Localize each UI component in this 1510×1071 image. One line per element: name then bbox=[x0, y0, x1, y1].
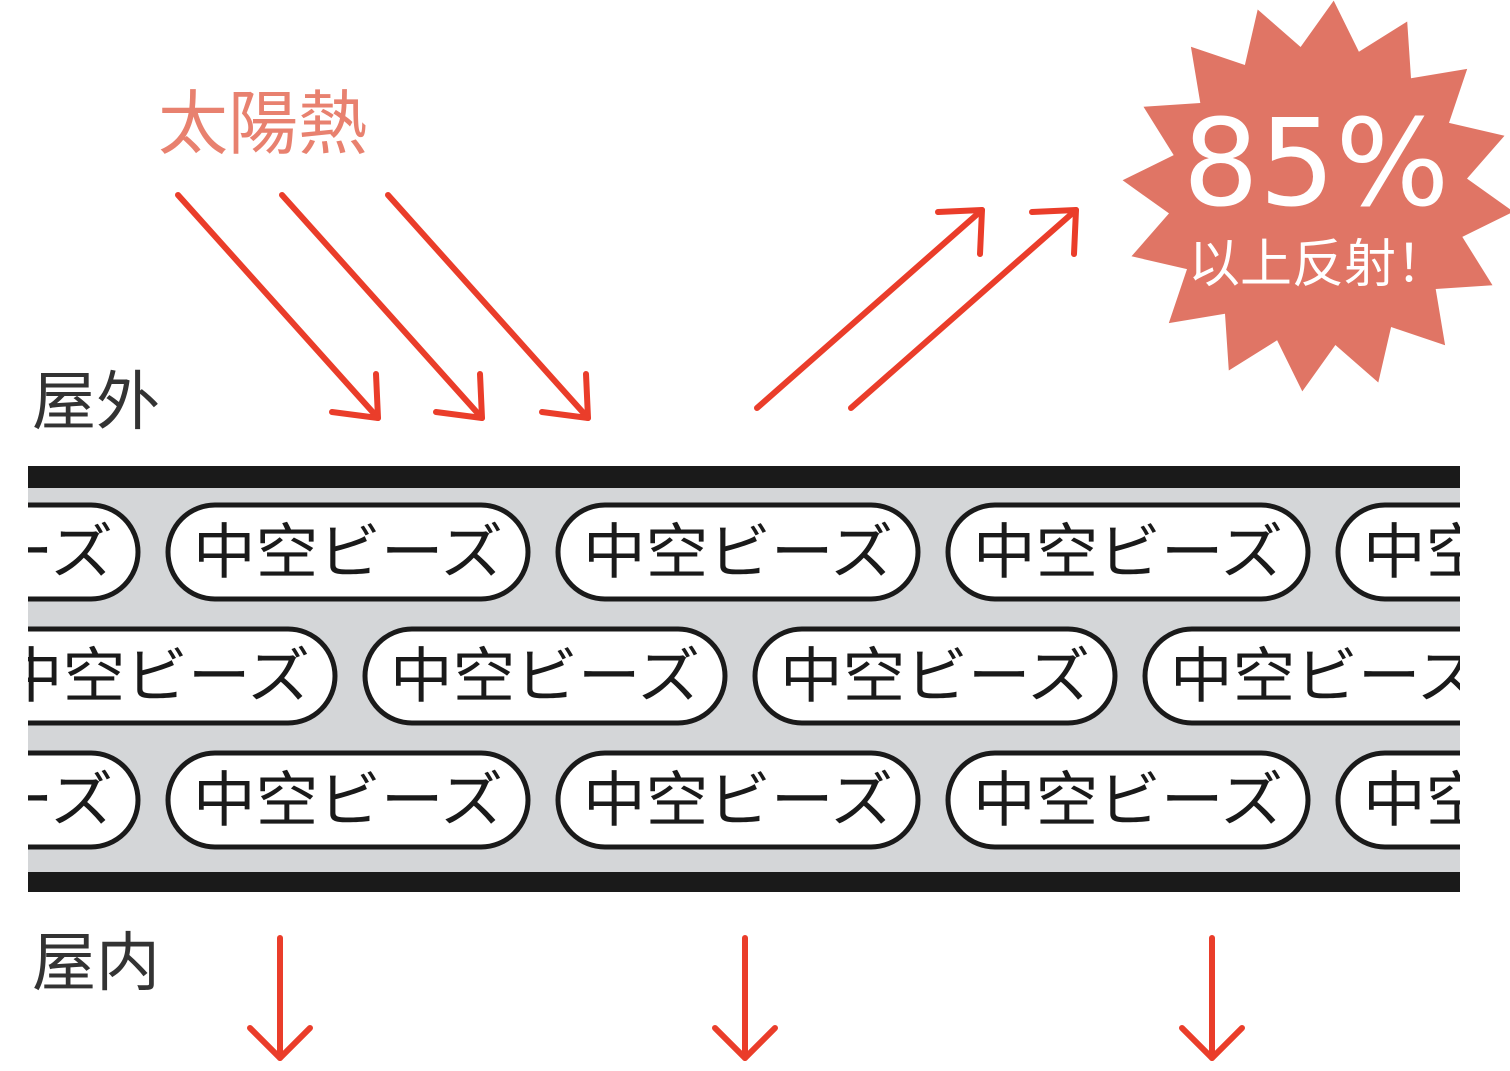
hollow-bead: 中空ビーズ bbox=[752, 626, 1118, 726]
bead-pill-shape bbox=[555, 750, 921, 850]
bead-pill-shape bbox=[362, 626, 728, 726]
bead-pill-shape bbox=[752, 626, 1118, 726]
indoor-label: 屋内 bbox=[32, 927, 160, 1001]
hollow-bead: 中空ビーズ bbox=[555, 750, 921, 850]
hollow-beads-group: 中空ビーズ中空ビーズ中空ビーズ中空ビーズ中空ビーズ中空ビーズ中空ビーズ中空ビーズ… bbox=[0, 502, 1510, 850]
bead-label: 中空ビーズ bbox=[1363, 766, 1510, 836]
hollow-bead: 中空ビーズ bbox=[1335, 750, 1510, 850]
bead-pill-shape bbox=[945, 502, 1311, 602]
insulation-layer: 中空ビーズ中空ビーズ中空ビーズ中空ビーズ中空ビーズ中空ビーズ中空ビーズ中空ビーズ… bbox=[0, 466, 1510, 892]
heat-arrows bbox=[175, 192, 1245, 1061]
hollow-bead: 中空ビーズ bbox=[0, 626, 338, 726]
bead-label: 中空ビーズ bbox=[193, 518, 503, 588]
arrow-head-icon bbox=[935, 207, 985, 257]
hollow-bead: 中空ビーズ bbox=[1142, 626, 1480, 726]
reflection-percent: 85% bbox=[1183, 95, 1450, 234]
hollow-bead: 中空ビーズ bbox=[0, 750, 141, 850]
bead-pill-shape bbox=[1142, 626, 1460, 726]
bead-pill-shape bbox=[945, 750, 1311, 850]
reflected-heat-arrow bbox=[754, 207, 985, 411]
bead-pill-shape bbox=[165, 502, 531, 602]
layer-top-border bbox=[28, 466, 1460, 488]
incoming-heat-arrow bbox=[279, 192, 485, 421]
hollow-bead: 中空ビーズ bbox=[945, 750, 1311, 850]
layer-bottom-border bbox=[28, 872, 1460, 892]
bead-label: 中空ビーズ bbox=[0, 642, 310, 712]
bead-label: 中空ビーズ bbox=[1170, 642, 1480, 712]
bead-label: 中空ビーズ bbox=[390, 642, 700, 712]
bead-label: 中空ビーズ bbox=[973, 518, 1283, 588]
hollow-bead: 中空ビーズ bbox=[555, 502, 921, 602]
hollow-bead: 中空ビーズ bbox=[165, 502, 531, 602]
hollow-bead: 中空ビーズ bbox=[1335, 502, 1510, 602]
bead-pill-shape bbox=[28, 626, 338, 726]
hollow-bead: 中空ビーズ bbox=[362, 626, 728, 726]
solar-heat-label: 太陽熱 bbox=[158, 83, 368, 165]
hollow-bead: 中空ビーズ bbox=[945, 502, 1311, 602]
bead-pill-shape bbox=[28, 750, 141, 850]
bead-pill-shape bbox=[28, 502, 141, 602]
incoming-heat-arrow bbox=[385, 192, 591, 421]
bead-label: 中空ビーズ bbox=[583, 766, 893, 836]
hollow-bead: 中空ビーズ bbox=[0, 502, 141, 602]
bead-label: 中空ビーズ bbox=[0, 518, 113, 588]
hollow-bead: 中空ビーズ bbox=[165, 750, 531, 850]
bead-label: 中空ビーズ bbox=[780, 642, 1090, 712]
incoming-heat-arrow bbox=[175, 192, 381, 421]
bead-pill-shape bbox=[1335, 750, 1460, 850]
arrow-head-icon bbox=[539, 371, 591, 421]
reflection-badge: 85% 以上反射！ bbox=[1122, 0, 1510, 392]
bead-label: 中空ビーズ bbox=[583, 518, 893, 588]
bead-pill-shape bbox=[165, 750, 531, 850]
arrow-head-icon bbox=[247, 1025, 313, 1061]
arrow-head-icon bbox=[329, 371, 381, 421]
reflection-caption: 以上反射！ bbox=[1188, 235, 1448, 295]
bead-pill-shape bbox=[1335, 502, 1460, 602]
bead-label: 中空ビーズ bbox=[0, 766, 113, 836]
bead-label: 中空ビーズ bbox=[973, 766, 1283, 836]
starburst-badge-shape bbox=[1122, 0, 1510, 392]
arrow-head-icon bbox=[1029, 207, 1079, 257]
reflected-heat-arrow bbox=[848, 207, 1079, 411]
bead-label: 中空ビーズ bbox=[1363, 518, 1510, 588]
arrow-head-icon bbox=[1179, 1025, 1245, 1061]
bead-pill-shape bbox=[555, 502, 921, 602]
arrow-head-icon bbox=[433, 371, 485, 421]
outdoor-label: 屋外 bbox=[32, 366, 160, 440]
bead-label: 中空ビーズ bbox=[193, 766, 503, 836]
arrow-head-icon bbox=[712, 1025, 778, 1061]
